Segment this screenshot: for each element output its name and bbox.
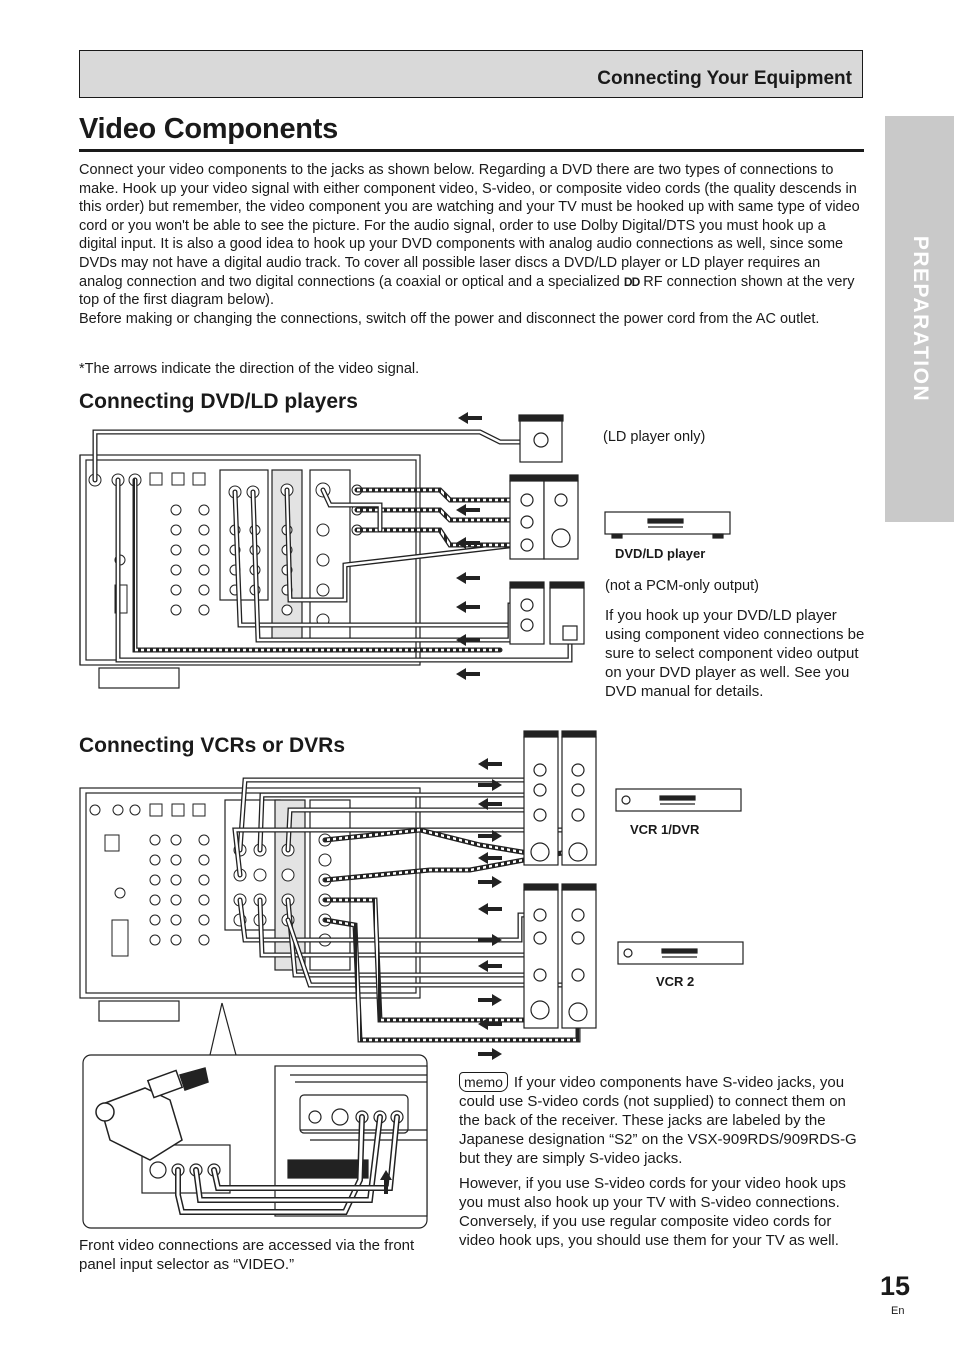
arrow-note: *The arrows indicate the direction of th… xyxy=(79,361,420,377)
dolby-digital-icon: DD xyxy=(623,274,640,289)
vcr2-label: VCR 2 xyxy=(656,974,695,989)
intro-paragraph-2: Before making or changing the connection… xyxy=(79,310,820,327)
pcm-note: (not a PCM-only output) xyxy=(605,578,759,594)
dvd-player-label: DVD/LD player xyxy=(615,546,706,561)
vcr-devices xyxy=(615,788,744,965)
memo-badge: memo xyxy=(459,1072,508,1092)
front-connection-note: Front video connections are accessed via… xyxy=(79,1237,415,1273)
dvd-cables xyxy=(92,429,573,663)
chapter-tab: PREPARATION xyxy=(885,116,954,522)
component-video-note: If you hook up your DVD/LD player using … xyxy=(605,607,865,700)
title-rule xyxy=(79,149,864,152)
ld-only-caption: (LD player only) xyxy=(603,429,706,445)
memo-paragraph-2: However, if you use S-video cords for yo… xyxy=(459,1175,846,1249)
camcorder-icon xyxy=(95,1067,209,1161)
intro-paragraph-1-start: Connect your video components to the jac… xyxy=(79,162,860,290)
receiver-jacks-dvd xyxy=(88,472,363,627)
intro-text: Connect your video components to the jac… xyxy=(79,161,863,328)
intro-paragraph-1: Connect your video components to the jac… xyxy=(79,161,863,310)
page-title: Video Components xyxy=(79,113,338,145)
dvd-player-jack-panels xyxy=(509,414,585,645)
dvd-player-device xyxy=(604,511,731,539)
memo-paragraph-1-text: If your video components have S-video ja… xyxy=(459,1074,857,1167)
front-panel-cables xyxy=(175,1114,400,1215)
section-header: Connecting Your Equipment xyxy=(79,50,863,98)
vcr-section-heading: Connecting VCRs or DVRs xyxy=(79,734,346,757)
intro-paragraph-1-end: RF connection shown at the very top of t… xyxy=(79,273,855,309)
dvd-signal-arrows xyxy=(456,412,482,680)
page-number: 15 xyxy=(880,1271,911,1301)
vcr1-label: VCR 1/DVR xyxy=(630,822,700,837)
front-signal-arrow xyxy=(380,1170,392,1194)
vcr-jack-panels xyxy=(523,730,597,1029)
section-header-label: Connecting Your Equipment xyxy=(597,68,852,89)
vcr-signal-arrows xyxy=(478,758,502,1060)
dvd-section-heading: Connecting DVD/LD players xyxy=(79,390,358,413)
language-code: En xyxy=(891,1305,905,1317)
